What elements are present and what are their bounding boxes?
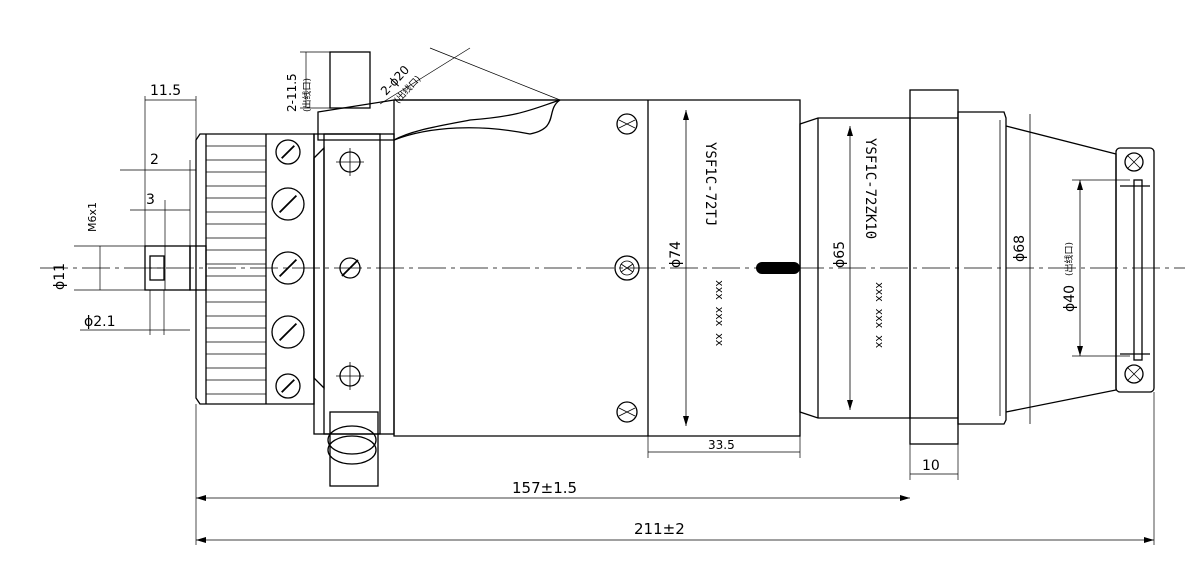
- dim-211: 211±2: [634, 520, 685, 538]
- nut-screw-icon: [271, 251, 305, 285]
- nut-screws: [271, 139, 305, 399]
- knurl-ridge: [206, 353, 267, 369]
- dim-157: 157±1.5: [512, 479, 577, 497]
- knurl-ridge: [206, 327, 267, 343]
- nut-screw-icon: [275, 373, 301, 399]
- mounting-hole-icon: [339, 257, 361, 279]
- dim-3: 3: [146, 192, 155, 208]
- dim-phi68: ϕ68: [1012, 235, 1028, 262]
- locking-key: [756, 262, 800, 274]
- nut-screw-icon: [271, 315, 305, 349]
- plug-serial-marking: xxx xxx xx: [713, 280, 726, 347]
- dim-phi11: ϕ11: [52, 263, 68, 290]
- knurl-ridge: [206, 275, 267, 291]
- plug-model-marking: YSF1C-72TJ: [702, 142, 718, 226]
- socket-model-marking: YSF1C-72ZK10: [862, 138, 878, 239]
- knurl-ridge: [206, 197, 267, 213]
- nut-screw-icon: [275, 139, 301, 165]
- screw-slot: [281, 379, 295, 393]
- screw-slot: [278, 194, 298, 214]
- coupling-nut: [189, 133, 315, 405]
- dim-2-11-5: 2-11.5: [285, 73, 299, 112]
- dim-33-5: 33.5: [708, 438, 735, 452]
- knurl-ridge: [206, 301, 267, 317]
- dim-11-5: 11.5: [150, 83, 181, 99]
- receptacle: [799, 89, 1155, 445]
- dim-m6x1: M6x1: [86, 202, 99, 232]
- knurl-ridge: [206, 171, 267, 187]
- dim-phi2-1: ϕ2.1: [84, 314, 116, 330]
- plug-flange: [313, 51, 395, 487]
- knurl-ridge: [206, 379, 267, 395]
- receptacle-screw-icon: [1124, 364, 1144, 384]
- dim-2: 2: [150, 152, 159, 168]
- screw-slot: [281, 145, 295, 159]
- knurl-ridge: [206, 145, 267, 161]
- shell-screw-icon: [616, 113, 638, 135]
- dim-phi65: ϕ65: [832, 241, 848, 268]
- dim-phi74: ϕ74: [668, 241, 684, 268]
- shell-screw-icon: [616, 401, 638, 423]
- dim-2-11-5-note: (出线口): [301, 78, 313, 112]
- knurl-ridge: [206, 249, 267, 265]
- nut-screw-icon: [271, 187, 305, 221]
- receptacle-screw-icon: [1124, 152, 1144, 172]
- socket-serial-marking: xxx xxx xx: [873, 282, 886, 349]
- dim-phi40: ϕ40: [1062, 285, 1078, 312]
- cable-clamp-icon: [327, 425, 377, 455]
- knurl-ridge: [206, 223, 267, 239]
- dimension-lines: [74, 47, 1155, 545]
- screw-slot: [278, 258, 298, 278]
- dim-10: 10: [922, 458, 940, 474]
- screw-slot: [278, 322, 298, 342]
- dim-phi40-note: (出线口): [1063, 242, 1075, 276]
- shell-screw-icon: [614, 255, 640, 281]
